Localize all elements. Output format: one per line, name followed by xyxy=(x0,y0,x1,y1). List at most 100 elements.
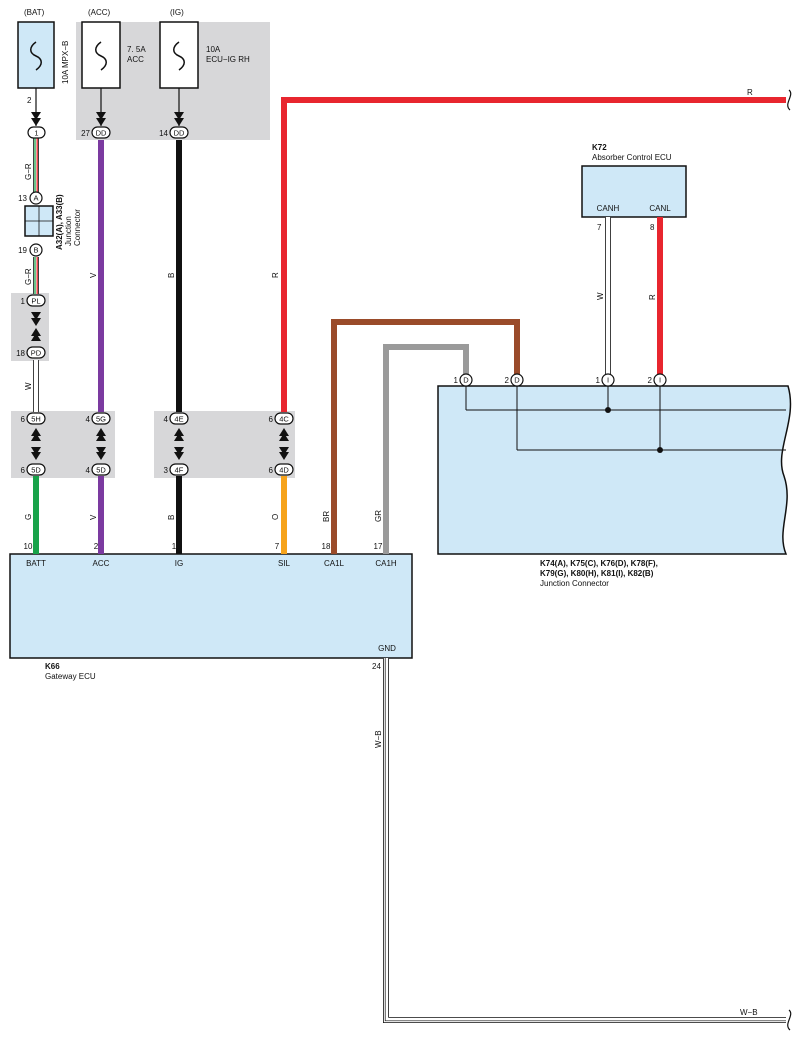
connector-4c-code: 4C xyxy=(279,415,289,424)
connector-k-1d xyxy=(459,373,473,387)
connector-14-code: DD xyxy=(174,129,185,138)
fuse-acc-source: (ACC) xyxy=(88,8,111,17)
connector-5d-num: 6 xyxy=(21,466,26,475)
connector-k-2d-num: 2 xyxy=(505,376,510,385)
connector-k-2i-code: I xyxy=(659,376,661,385)
connector-k-2d-code: D xyxy=(514,376,520,385)
k66-pin-num-ca1h: 17 xyxy=(374,542,383,551)
connector-4e-num: 4 xyxy=(164,415,169,424)
connector-4e xyxy=(169,412,189,425)
connector-k-1i-code: I xyxy=(607,376,609,385)
connector-k-2d xyxy=(510,373,524,387)
k66-pin-label-sil: SIL xyxy=(278,559,291,568)
connector-k-1d-code: D xyxy=(463,376,469,385)
wire-label-br: BR xyxy=(322,511,331,522)
connector-5g xyxy=(91,412,111,425)
connector-5d-code: 5D xyxy=(31,466,41,475)
connector-4c xyxy=(274,412,294,425)
connector-pl-code: PL xyxy=(31,297,40,306)
connector-5d-acc-code: 5D xyxy=(96,466,106,475)
fuse-ig-box xyxy=(159,21,199,89)
connector-4d-num: 6 xyxy=(269,466,274,475)
k66-pin-num-ig: 1 xyxy=(172,542,177,551)
junction-internal-lines xyxy=(465,386,786,451)
gray-panels xyxy=(11,22,295,478)
wire-gr-top xyxy=(33,138,39,192)
connector-pl-num: 1 xyxy=(21,297,26,306)
wire-label-gr2: G−R xyxy=(24,268,33,285)
k66-gnd-label: GND xyxy=(378,644,396,653)
fuse-bat-pin: 2 xyxy=(27,96,32,105)
wire-br xyxy=(331,319,520,554)
connector-a-num: 13 xyxy=(18,194,27,203)
connector-5h-code: 5H xyxy=(31,415,41,424)
junction-a-title: A32(A), A33(B) xyxy=(55,194,64,250)
k72-code: K72 xyxy=(592,143,607,152)
k66-pin-num-batt: 10 xyxy=(24,542,33,551)
k66-pin-label-acc: ACC xyxy=(93,559,110,568)
connector-a-13 xyxy=(29,191,43,205)
connector-5d-acc-num: 4 xyxy=(86,466,91,475)
wire-label-wb-vert: W−B xyxy=(374,730,383,748)
wire-label-gr1: G−R xyxy=(24,163,33,180)
wire-label-r-top: R xyxy=(747,88,753,97)
k72-canh-num: 7 xyxy=(597,223,602,232)
junction-a-sub2: Connector xyxy=(73,209,82,246)
k72-canl-num: 8 xyxy=(650,223,655,232)
connector-1-code: 1 xyxy=(34,129,38,138)
break-mark-bottom xyxy=(787,1009,792,1031)
connector-a-code: A xyxy=(33,194,38,203)
fuse-bat-source: (BAT) xyxy=(24,8,45,17)
connector-pd xyxy=(26,346,46,359)
connector-14-dd xyxy=(169,126,189,139)
junction-k-line2: K79(G), K80(H), K81(I), K82(B) xyxy=(540,569,654,578)
wire-label-o: O xyxy=(271,514,280,520)
connector-4d xyxy=(274,463,294,476)
connector-4f-code: 4F xyxy=(175,466,184,475)
wire-label-wb-bottom: W−B xyxy=(740,1008,758,1017)
k66-pin-label-batt: BATT xyxy=(26,559,46,568)
connector-4d-code: 4D xyxy=(279,466,289,475)
k66-pin-label-ca1l: CA1L xyxy=(324,559,345,568)
connector-pd-code: PD xyxy=(31,349,42,358)
fuse-acc-rating: 7. 5A xyxy=(127,45,146,54)
fuse-acc-name: ACC xyxy=(127,55,144,64)
k66-pin-num-acc: 2 xyxy=(94,542,99,551)
wire-label-b2: B xyxy=(167,515,176,520)
break-mark-top xyxy=(787,89,792,111)
connector-k-2i xyxy=(653,373,667,387)
wire-label-v1: V xyxy=(89,272,98,278)
fuse-ig-source: (IG) xyxy=(170,8,184,17)
wire-label-w: W xyxy=(24,382,33,390)
wire-label-b1: B xyxy=(167,273,176,278)
connector-4c-num: 6 xyxy=(269,415,274,424)
wire-label-v2: V xyxy=(89,514,98,520)
connector-14-num: 14 xyxy=(159,129,168,138)
wire-label-g: G xyxy=(24,514,33,520)
connector-b-19 xyxy=(29,243,43,257)
junction-a-block xyxy=(24,205,54,237)
fuse-boxes xyxy=(17,21,199,89)
fuse-acc-box xyxy=(81,21,121,89)
connector-b-code: B xyxy=(33,246,38,255)
junction-a-sub1: Junction xyxy=(64,216,73,246)
connector-k-2i-num: 2 xyxy=(648,376,653,385)
connector-pins xyxy=(26,126,667,476)
k66-pin-label-ig: IG xyxy=(175,559,183,568)
connector-k-1i-num: 1 xyxy=(596,376,601,385)
k72-name: Absorber Control ECU xyxy=(592,153,672,162)
connector-b-num: 19 xyxy=(18,246,27,255)
wire-r-main xyxy=(281,97,786,412)
fuse-acc-symbol xyxy=(95,41,107,71)
junction-k-box xyxy=(437,385,792,555)
junction-k-name: Junction Connector xyxy=(540,579,609,588)
connector-5g-num: 4 xyxy=(86,415,91,424)
connector-5g-code: 5G xyxy=(96,415,106,424)
connector-k-1i xyxy=(601,373,615,387)
connector-5d-acc xyxy=(91,463,111,476)
k66-pin-label-ca1h: CA1H xyxy=(375,559,397,568)
connector-5h xyxy=(26,412,46,425)
k66-name: Gateway ECU xyxy=(45,672,96,681)
connector-1 xyxy=(27,126,46,139)
